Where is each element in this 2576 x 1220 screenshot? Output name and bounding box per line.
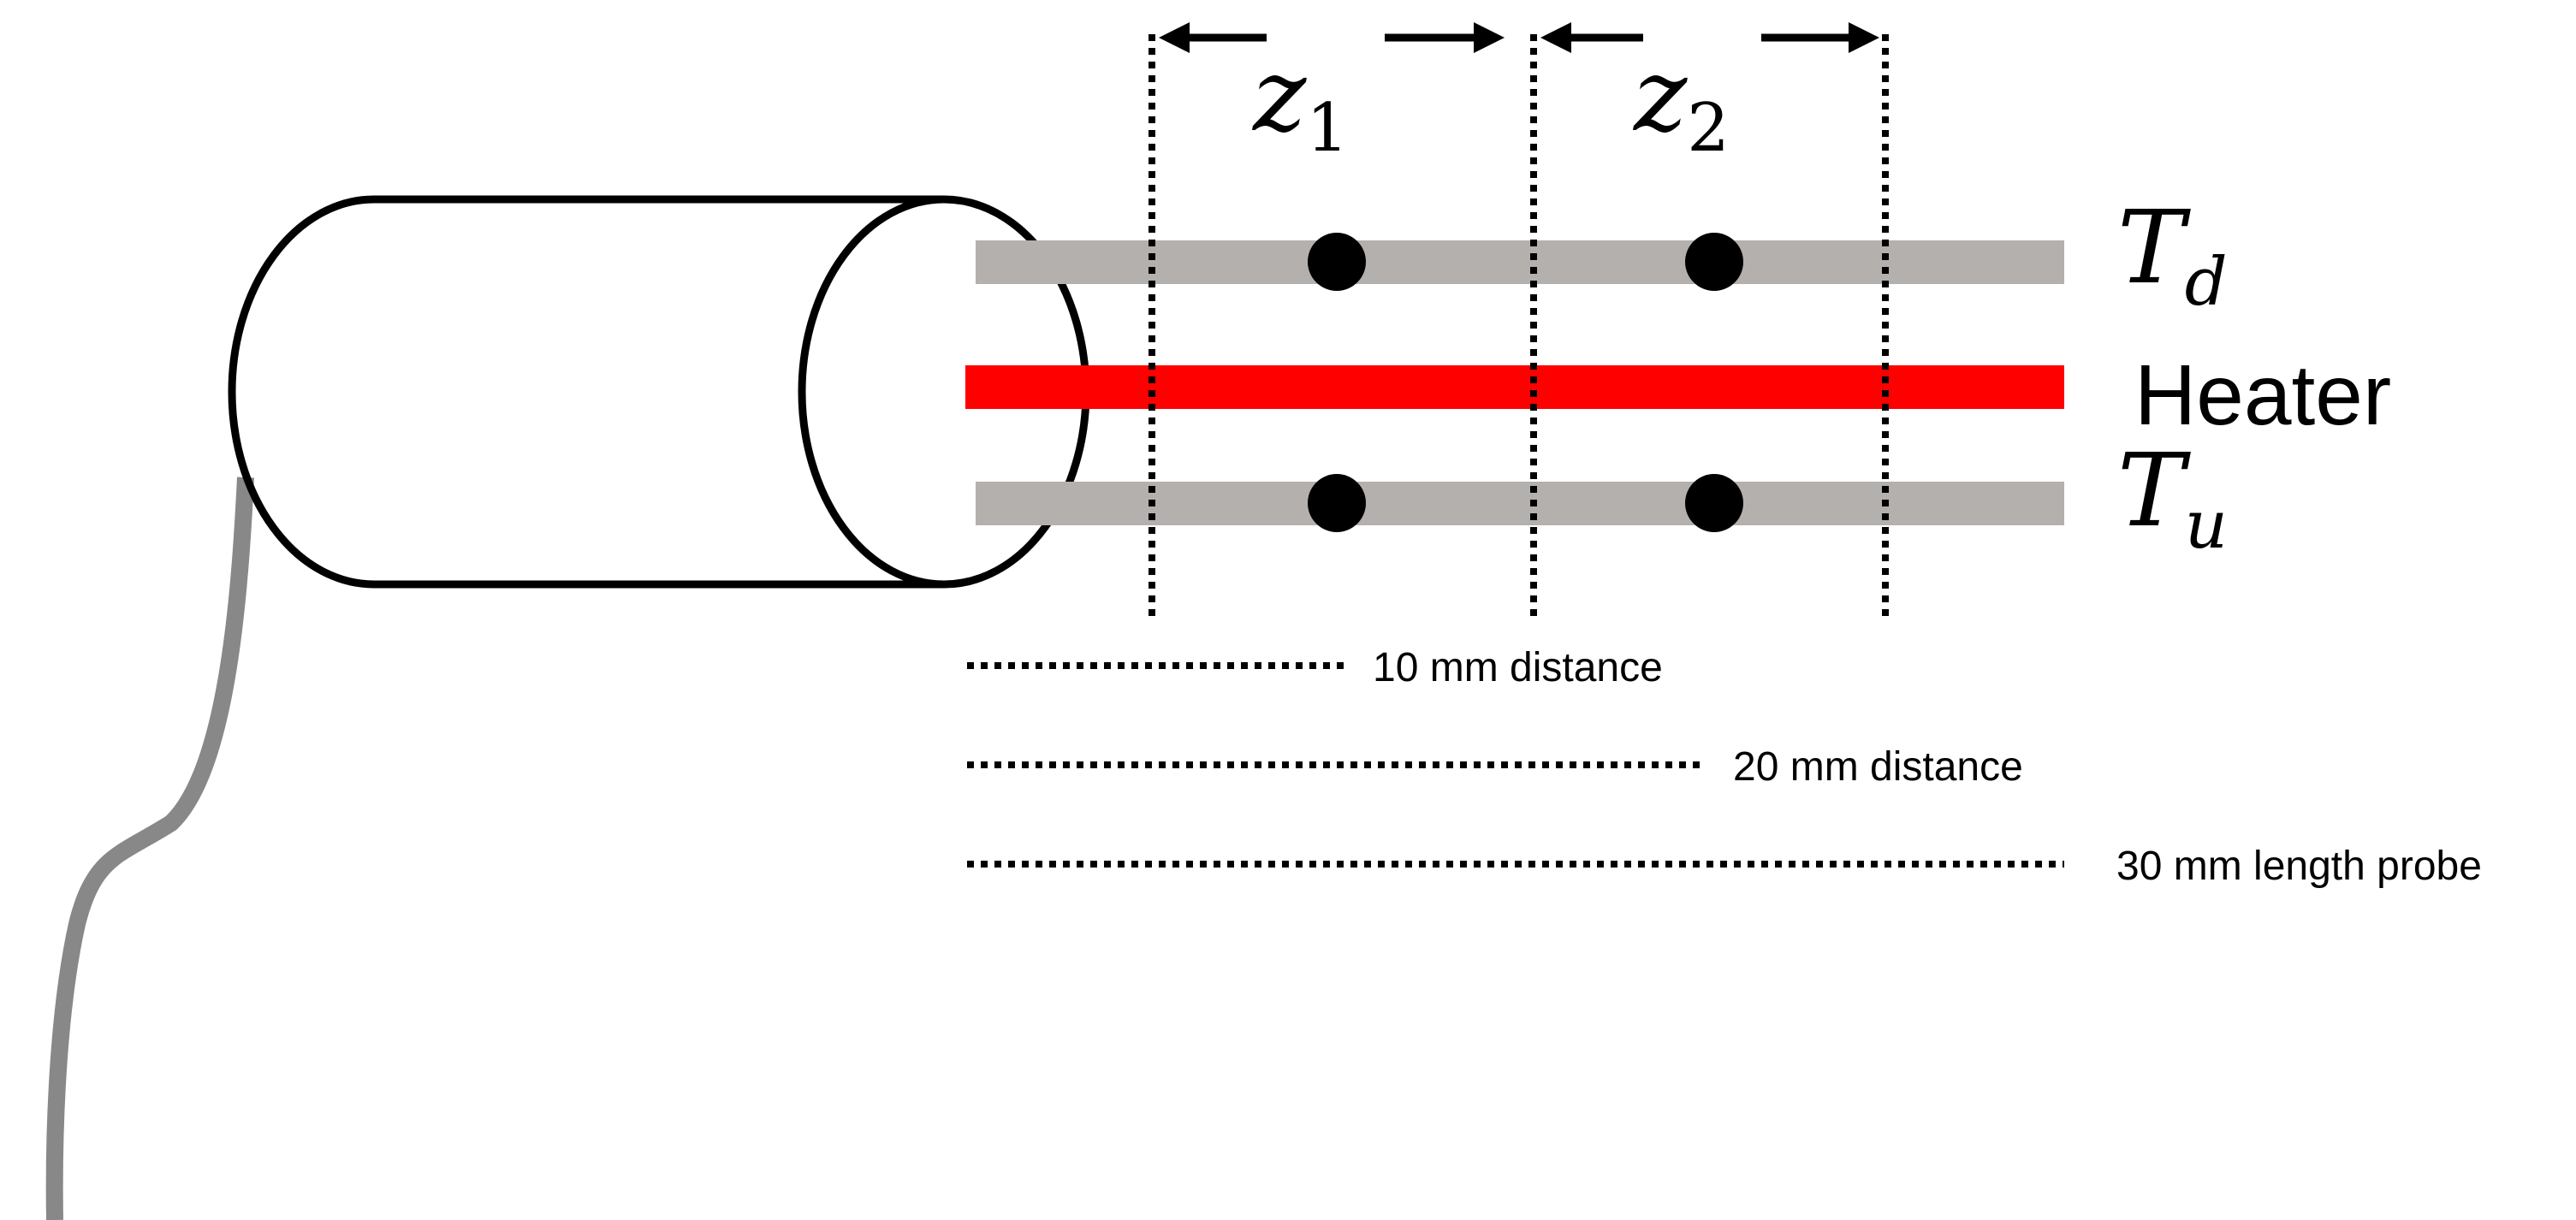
distance-lines bbox=[967, 662, 2064, 868]
distance-10-label: 10 mm distance bbox=[1373, 645, 1663, 690]
td-label: Td bbox=[2117, 188, 2228, 321]
tu-label-main: T bbox=[2117, 431, 2191, 549]
tu-label-sub: u bbox=[2185, 487, 2228, 564]
td-sensor-rod bbox=[976, 240, 2064, 284]
z2-right-arrowhead bbox=[1849, 22, 1879, 53]
heater-rod bbox=[965, 365, 2064, 409]
z1-left-arrowhead bbox=[1159, 22, 1190, 53]
z2-label: z2 bbox=[1632, 36, 1730, 167]
td-label-sub: d bbox=[2185, 244, 2228, 321]
z2-label-main: z bbox=[1632, 36, 1688, 154]
probe-body bbox=[228, 195, 1090, 589]
tu-sensor-point-2 bbox=[1685, 474, 1743, 532]
z2-label-sub: 2 bbox=[1687, 90, 1730, 167]
length-30-label: 30 mm length probe bbox=[2116, 844, 2482, 889]
heater-label: Heater bbox=[2134, 347, 2391, 443]
z1-label: z1 bbox=[1251, 36, 1349, 167]
tu-sensor-point-1 bbox=[1308, 474, 1366, 532]
z1-label-sub: 1 bbox=[1306, 90, 1349, 167]
z2-dimension: z2 bbox=[1540, 22, 1879, 167]
z1-right-arrowhead bbox=[1474, 22, 1505, 53]
td-sensor-point-1 bbox=[1308, 233, 1366, 291]
tu-label: Tu bbox=[2117, 431, 2228, 564]
td-sensor-point-2 bbox=[1685, 233, 1743, 291]
probe-body-outline bbox=[228, 195, 944, 589]
z1-label-main: z bbox=[1251, 36, 1307, 154]
td-label-main: T bbox=[2117, 188, 2191, 306]
probe-cable bbox=[45, 477, 254, 1220]
tu-sensor-rod bbox=[976, 482, 2064, 525]
position-guides bbox=[1149, 34, 1889, 618]
z1-dimension: z1 bbox=[1159, 22, 1505, 167]
distance-20-label: 20 mm distance bbox=[1733, 744, 2023, 790]
z2-left-arrowhead bbox=[1540, 22, 1571, 53]
